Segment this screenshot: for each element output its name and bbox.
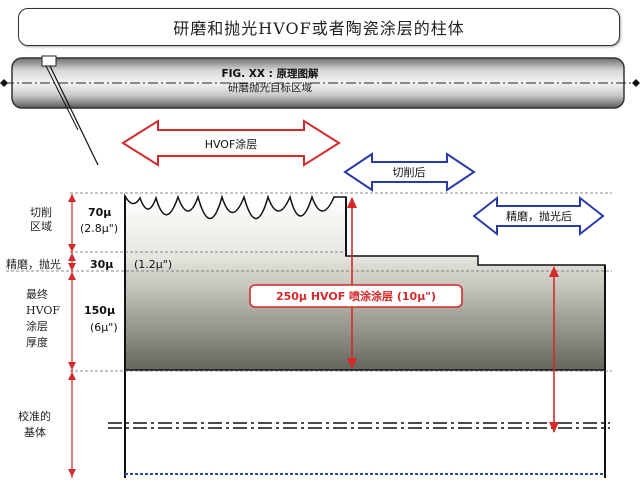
title-text: 研磨和抛光HVOF或者陶瓷涂层的柱体 xyxy=(173,19,465,38)
dim-30-sub: (1.2μ") xyxy=(134,258,172,271)
reference-lines xyxy=(6,192,612,372)
coating-profile xyxy=(124,193,606,371)
right-end-diamond-icon xyxy=(632,79,640,87)
dimension-values: 70μ (2.8μ") 30μ (1.2μ") 150μ (6μ") xyxy=(80,206,172,334)
after-grind-arrow: 精磨，抛光后 xyxy=(472,195,605,237)
coating-section xyxy=(108,193,610,478)
after-cut-label: 切削后 xyxy=(393,165,426,179)
fig-sub-label: 研磨抛光目标区域 xyxy=(228,81,312,94)
dim-70: 70μ xyxy=(88,206,111,219)
hvof-arrow: HVOF涂层 xyxy=(121,119,341,167)
zoom-marker xyxy=(41,55,57,67)
dim-150: 150μ xyxy=(84,304,115,317)
label-cut-zone-2: 区域 xyxy=(30,220,52,233)
dim-30: 30μ xyxy=(90,258,113,271)
label-final-3: 涂层 xyxy=(26,319,48,333)
rod-illustration: FIG. XX : 原理图解 研磨抛光目标区域 xyxy=(0,55,640,166)
label-final-1: 最终 xyxy=(26,287,48,301)
label-final-2: HVOF xyxy=(26,304,60,317)
hvof-arrow-label: HVOF涂层 xyxy=(205,137,258,151)
left-end-diamond-icon xyxy=(0,79,8,87)
label-grind: 精磨，抛光 xyxy=(6,257,61,271)
label-cut-zone-1: 切削 xyxy=(30,205,52,219)
left-labels: 切削 区域 精磨，抛光 最终 HVOF 涂层 厚度 校准的 基体 xyxy=(6,205,61,439)
zoom-leader-line-2 xyxy=(45,65,79,131)
after-grind-label: 精磨，抛光后 xyxy=(506,209,572,223)
zoom-leader-line xyxy=(49,65,99,166)
coating-callout: 250μ HVOF 喷涂涂层 (10μ") xyxy=(249,284,463,308)
diagram-title: 研磨和抛光HVOF或者陶瓷涂层的柱体 xyxy=(18,8,620,46)
fig-label: FIG. XX : 原理图解 xyxy=(221,67,319,80)
dim-150-sub: (6μ") xyxy=(90,321,118,334)
after-cut-arrow: 切削后 xyxy=(343,152,476,192)
callout-label: 250μ HVOF 喷涂涂层 (10μ") xyxy=(276,289,436,303)
thickness-arrows xyxy=(347,197,559,433)
label-substrate-1: 校准的 xyxy=(18,409,51,423)
label-substrate-2: 基体 xyxy=(24,425,46,439)
dimension-line xyxy=(68,194,76,478)
label-final-4: 厚度 xyxy=(26,335,48,349)
dim-70-sub: (2.8μ") xyxy=(80,222,118,235)
